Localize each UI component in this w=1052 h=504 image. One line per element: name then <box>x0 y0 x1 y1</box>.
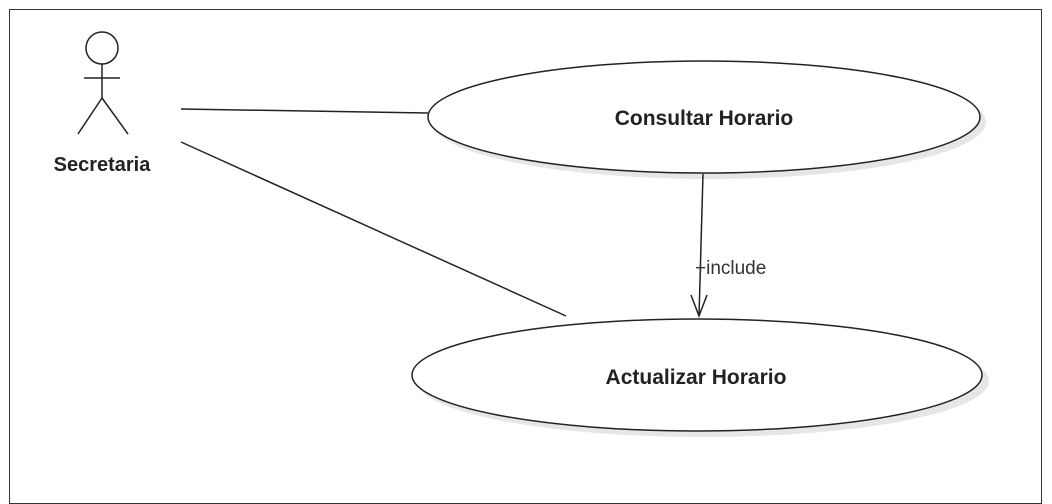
actor-left-leg <box>77 97 103 135</box>
usecase-consultar-horario[interactable]: Consultar Horario <box>427 60 986 179</box>
actor-label: Secretaria <box>54 154 152 176</box>
usecase-label: Actualizar Horario <box>606 366 787 389</box>
association-actualizar[interactable] <box>180 141 567 317</box>
usecase-ellipse <box>427 60 981 174</box>
actor-secretaria[interactable]: Secretaria <box>54 31 152 176</box>
usecase-actualizar-horario[interactable]: Actualizar Horario <box>411 318 989 437</box>
include-arrowhead <box>690 294 708 319</box>
actor-head <box>85 31 119 65</box>
include-line <box>698 173 704 317</box>
include-relation[interactable]: +include <box>690 173 766 319</box>
actor-right-leg <box>101 97 129 135</box>
association-consultar[interactable] <box>180 108 429 114</box>
usecase-label: Consultar Horario <box>615 107 794 130</box>
usecase-ellipse <box>411 318 983 432</box>
include-label: +include <box>695 258 766 279</box>
